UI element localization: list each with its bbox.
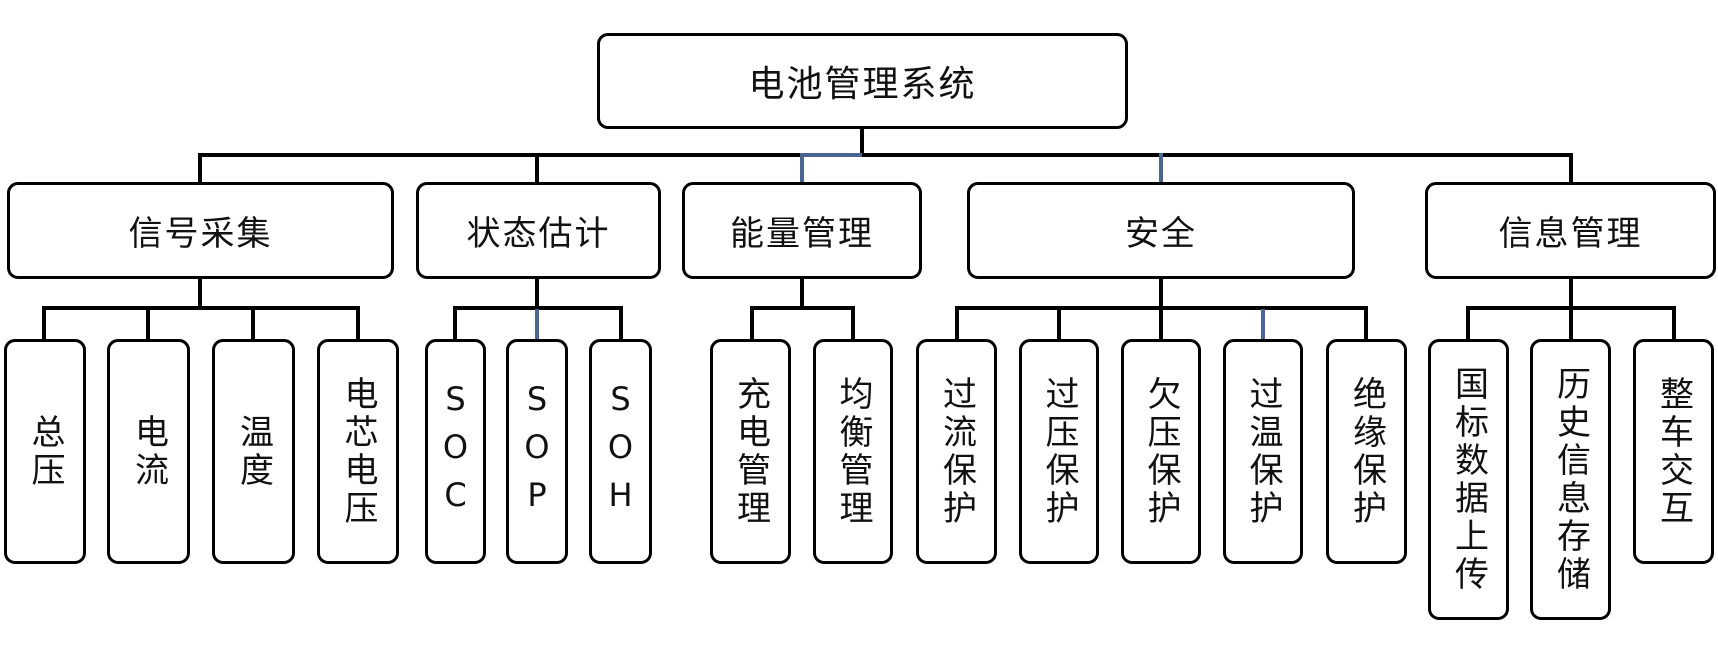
root-label: 电池管理系统 xyxy=(748,64,977,105)
connector-group-safety xyxy=(1159,153,1163,185)
drop-safety-1 xyxy=(955,306,959,341)
group-node-information-management: 信息管理 xyxy=(1425,182,1716,279)
drop-signal-3 xyxy=(251,306,255,341)
group-label: 状态估计 xyxy=(466,214,611,254)
leaf-label: SOC xyxy=(436,379,475,524)
group-label: 信号采集 xyxy=(128,214,273,254)
leaf-temperature: 温度 xyxy=(212,339,295,564)
main-bus xyxy=(198,153,1573,157)
leaf-label: 欠压保护 xyxy=(1141,375,1181,528)
leaf-label: 过温保护 xyxy=(1243,375,1283,528)
drop-state-3 xyxy=(619,306,623,341)
leaf-label: 总压 xyxy=(25,413,65,490)
leaf-label: 电流 xyxy=(128,413,169,490)
drop-energy-2 xyxy=(851,306,855,341)
leaf-soc: SOC xyxy=(425,339,486,564)
connector-group-info xyxy=(1569,153,1573,185)
leaf-overcurrent-protection: 过流保护 xyxy=(916,339,997,564)
leaf-label: 过压保护 xyxy=(1039,375,1079,528)
main-bus-highlight-segment xyxy=(800,153,862,157)
leaf-label: SOH xyxy=(601,379,640,524)
leaf-label: 温度 xyxy=(233,413,274,490)
drop-info-2 xyxy=(1569,306,1573,341)
drop-safety-5 xyxy=(1364,306,1368,341)
leaf-national-standard-data-upload: 国标数据上传 xyxy=(1428,339,1509,620)
stem-safety xyxy=(1159,277,1163,309)
drop-state-2 xyxy=(535,309,539,341)
root-stem xyxy=(860,126,864,157)
leaf-undervoltage-protection: 欠压保护 xyxy=(1121,339,1201,564)
stem-signal xyxy=(198,277,202,309)
group-node-signal-acquisition: 信号采集 xyxy=(7,182,394,279)
leaf-balancing-management: 均衡管理 xyxy=(813,339,893,564)
root-node: 电池管理系统 xyxy=(597,33,1128,129)
leaf-insulation-protection: 绝缘保护 xyxy=(1326,339,1407,564)
drop-safety-3 xyxy=(1159,306,1163,341)
leaf-overvoltage-protection: 过压保护 xyxy=(1019,339,1099,564)
drop-state-1 xyxy=(453,306,457,341)
leaf-label: 整车交互 xyxy=(1653,375,1694,528)
group-node-safety: 安全 xyxy=(967,182,1355,279)
drop-safety-4 xyxy=(1261,309,1265,341)
connector-group-signal xyxy=(198,153,202,185)
leaf-label: 充电管理 xyxy=(730,375,771,528)
stem-energy xyxy=(800,277,804,309)
drop-signal-4 xyxy=(356,306,360,341)
drop-energy-1 xyxy=(750,306,754,341)
leaf-label: 历史信息存储 xyxy=(1550,365,1591,594)
group-node-state-estimation: 状态估计 xyxy=(416,182,661,279)
leaf-label: 均衡管理 xyxy=(833,375,873,528)
leaf-total-voltage: 总压 xyxy=(4,339,86,564)
group-node-energy-management: 能量管理 xyxy=(682,182,922,279)
drop-info-1 xyxy=(1466,306,1470,341)
connector-group-state xyxy=(535,153,539,185)
leaf-label: 国标数据上传 xyxy=(1448,365,1489,594)
group-label: 信息管理 xyxy=(1498,214,1643,254)
leaf-sop: SOP xyxy=(506,339,568,564)
leaf-cell-voltage: 电芯电压 xyxy=(317,339,399,564)
leaf-history-storage: 历史信息存储 xyxy=(1530,339,1611,620)
bus-state xyxy=(453,306,623,310)
leaf-label: SOP xyxy=(518,379,556,524)
leaf-charging-management: 充电管理 xyxy=(710,339,791,564)
leaf-soh: SOH xyxy=(589,339,652,564)
leaf-current: 电流 xyxy=(107,339,190,564)
leaf-label: 电芯电压 xyxy=(338,375,378,528)
group-label: 能量管理 xyxy=(730,214,874,254)
drop-signal-1 xyxy=(42,306,46,341)
stem-info xyxy=(1569,277,1573,309)
leaf-overtemperature-protection: 过温保护 xyxy=(1223,339,1303,564)
stem-state xyxy=(535,277,539,309)
leaf-vehicle-interaction: 整车交互 xyxy=(1633,339,1714,564)
leaf-label: 绝缘保护 xyxy=(1346,375,1387,528)
bus-energy xyxy=(750,306,855,310)
drop-signal-2 xyxy=(146,306,150,341)
group-label: 安全 xyxy=(1125,214,1197,254)
leaf-label: 过流保护 xyxy=(936,375,977,528)
connector-group-energy xyxy=(800,153,804,185)
drop-info-3 xyxy=(1672,306,1676,341)
bus-signal xyxy=(42,306,360,310)
drop-safety-2 xyxy=(1057,306,1061,341)
